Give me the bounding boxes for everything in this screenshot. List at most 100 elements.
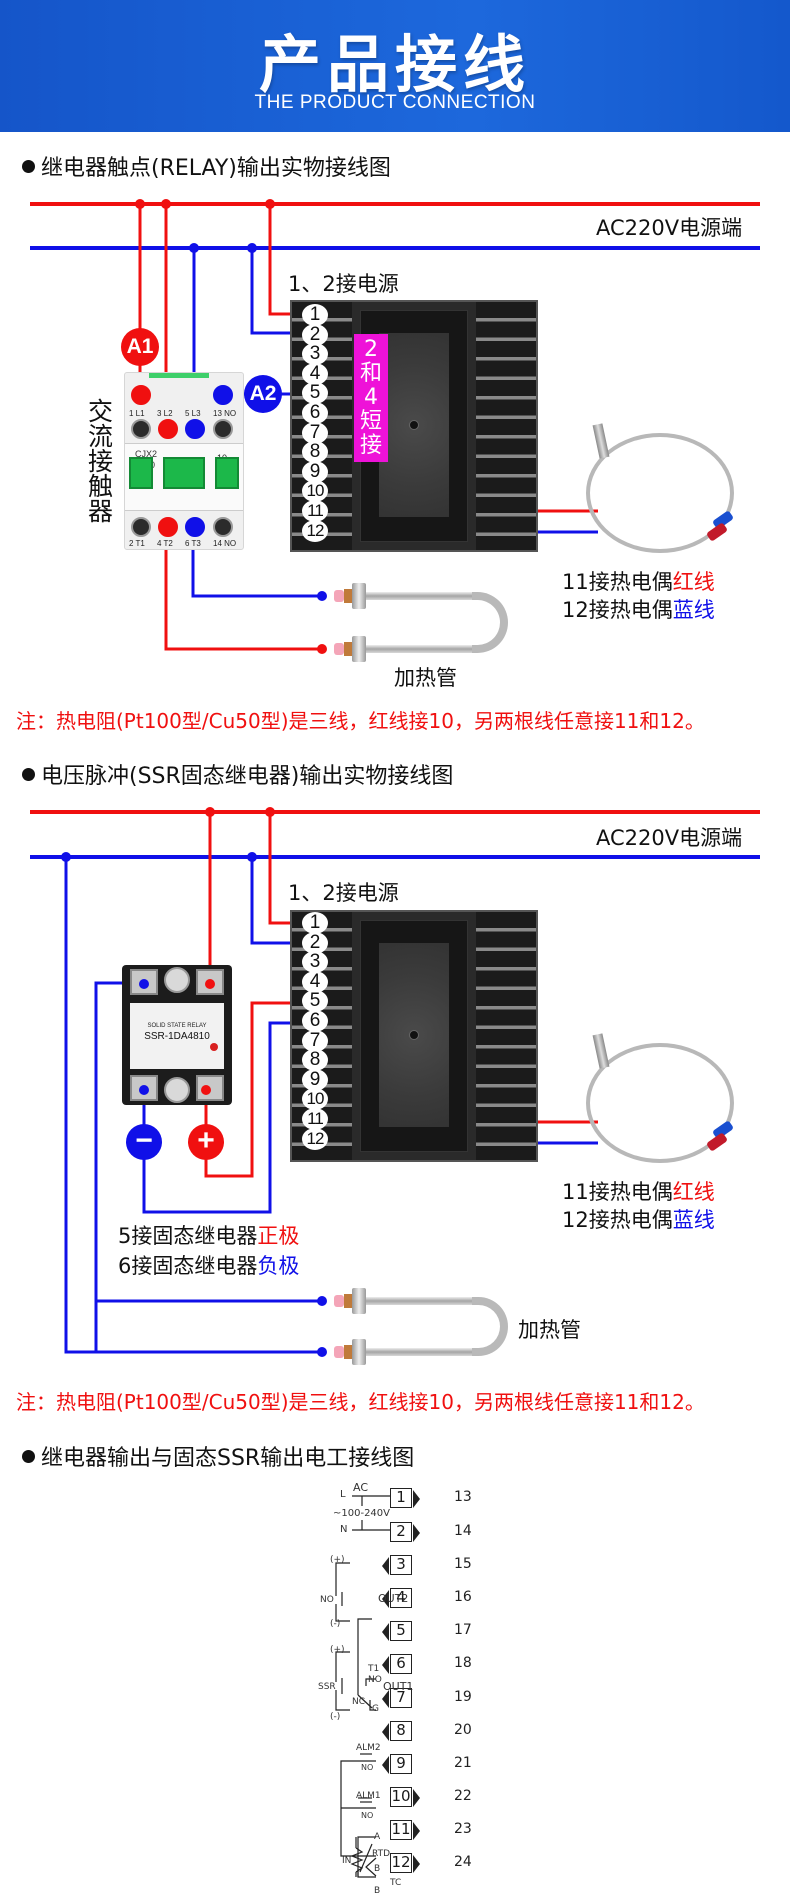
green-button	[163, 457, 205, 489]
temperature-controller	[290, 300, 538, 552]
heater-bend	[472, 1297, 508, 1356]
schematic-terminal-box: 8	[390, 1721, 412, 1741]
label-b: B	[374, 1886, 381, 1896]
label-plus: (+)	[330, 1555, 345, 1565]
thermocouple	[586, 433, 734, 553]
heater-nut	[344, 642, 352, 656]
wire-terminal2	[250, 248, 300, 335]
terminal-4: 4	[302, 362, 328, 385]
power-terminals-label: 1、2接电源	[288, 272, 399, 296]
controller-panel	[379, 943, 449, 1127]
label-a: A	[374, 1832, 381, 1842]
short-tag-char: 短	[359, 409, 382, 434]
tc-line-color: 红线	[672, 1180, 715, 1204]
tc-line-11: 11接热电偶红线	[562, 566, 715, 596]
rtd-note: 注：热电阻(Pt100型/Cu50型)是三线，红线接10，另两根线任意接11和1…	[16, 1390, 705, 1414]
heater-tube-top	[366, 592, 476, 600]
arrow-left-icon	[382, 1723, 389, 1741]
arrow-right-icon	[413, 1789, 420, 1807]
terminal-screw	[131, 517, 151, 537]
label-plus: (+)	[330, 1645, 345, 1655]
section1-title-text: 继电器触点(RELAY)输出实物接线图	[41, 156, 391, 181]
ac-contactor: 1 L1 3 L2 5 L3 13 NO CJX21210 10 2 T1 4 …	[124, 372, 244, 550]
tc-line-prefix: 12接热电偶	[562, 1208, 673, 1232]
schematic-pin-number: 21	[454, 1755, 472, 1771]
ssr-mount-notch	[164, 1077, 190, 1103]
section2-title-text: 电压脉冲(SSR固态继电器)输出实物接线图	[41, 764, 454, 789]
terminal-6: 6	[302, 1010, 328, 1032]
page-title: 产品接线	[258, 28, 531, 101]
heater-ceramic	[334, 590, 344, 602]
green-button	[129, 457, 153, 489]
junction-dot	[317, 644, 327, 654]
heater-nut	[344, 1345, 352, 1359]
arrow-right-icon	[413, 1822, 420, 1840]
heater-nut	[344, 589, 352, 603]
ssr-dot	[201, 1085, 211, 1095]
label-no: NO	[361, 1811, 374, 1820]
bullet-icon	[22, 160, 35, 173]
ssr-model: SSR-1DA4810	[144, 1031, 210, 1042]
terminal-7: 7	[302, 421, 328, 444]
schematic-terminal-box: 7	[390, 1688, 412, 1708]
plus-icon: +	[188, 1124, 224, 1160]
ssr-line-color: 负极	[257, 1254, 300, 1278]
label-minus: (-)	[330, 1712, 341, 1722]
bullet-icon	[22, 1450, 35, 1463]
schematic-pin-number: 17	[454, 1622, 472, 1638]
solid-state-relay: SOLID STATE RELAY SSR-1DA4810	[122, 965, 232, 1105]
heater-ceramic	[334, 643, 344, 655]
controller-screw	[409, 420, 419, 430]
ssr-line-6: 6接固态继电器负极	[118, 1250, 299, 1280]
heater-nut	[344, 1294, 352, 1308]
terminal-screw	[213, 517, 233, 537]
terminal-5: 5	[302, 382, 328, 405]
contactor-label-text: 交流接触器	[84, 398, 114, 523]
section3-title: 继电器输出与固态SSR输出电工接线图	[22, 1440, 414, 1472]
schematic-terminal-box: 11	[390, 1820, 412, 1840]
controller-panel	[379, 333, 449, 517]
controller-face	[360, 920, 468, 1152]
short-tag-char: 2	[364, 337, 378, 362]
terminal-screw	[185, 517, 205, 537]
schematic-terminal-box: 12	[390, 1853, 412, 1873]
label-N: N	[340, 1524, 348, 1535]
arrow-right-icon	[413, 1490, 420, 1508]
short-tag-char: 4	[364, 385, 378, 410]
tc-line-color: 蓝线	[672, 1208, 715, 1232]
heater-label: 加热管	[394, 666, 457, 690]
tc-line-color: 蓝线	[672, 598, 715, 622]
terminal-10: 10	[302, 480, 328, 503]
label-L: L	[340, 1489, 346, 1500]
controller-screw	[409, 1030, 419, 1040]
section3-title-text: 继电器输出与固态SSR输出电工接线图	[41, 1446, 415, 1471]
ssr-line-color: 正极	[257, 1224, 300, 1248]
contactor-label: 交流接触器	[84, 398, 114, 529]
label-no: NO	[368, 1675, 382, 1685]
tc-line-11: 11接热电偶红线	[562, 1176, 715, 1206]
bullet-icon	[22, 768, 35, 781]
schematic-pin-number: 19	[454, 1689, 472, 1705]
input-circuit	[350, 1836, 377, 1878]
arrow-left-icon	[382, 1557, 389, 1575]
terminal-3: 3	[302, 951, 328, 974]
terminal-label: 5 L3	[185, 409, 201, 418]
label-rtd: RTD	[372, 1849, 391, 1859]
controller-fins-right	[476, 302, 536, 550]
terminal-label: 3 L2	[157, 409, 173, 418]
terminal-label: 6 T3	[185, 539, 201, 548]
badge-a1: A1	[121, 328, 159, 366]
label-g: G	[372, 1704, 379, 1714]
terminal-11: 11	[302, 500, 328, 522]
section1-title: 继电器触点(RELAY)输出实物接线图	[22, 150, 391, 182]
minus-icon: −	[126, 1124, 162, 1160]
green-button	[215, 457, 239, 489]
label-ssr: SSR	[318, 1682, 336, 1692]
schematic-pin-number: 14	[454, 1523, 472, 1539]
terminal-7: 7	[302, 1029, 328, 1052]
arrow-left-icon	[382, 1756, 389, 1774]
thermocouple	[586, 1043, 734, 1163]
label-no: NO	[320, 1595, 334, 1605]
heater-ceramic	[334, 1346, 344, 1358]
terminal-8: 8	[302, 1049, 328, 1072]
